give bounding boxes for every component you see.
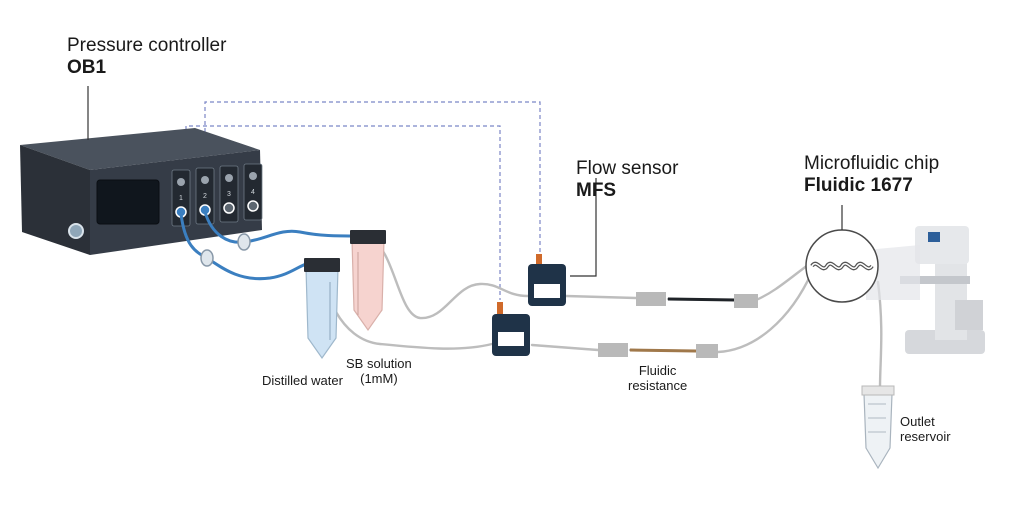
microfluidic-chip-label: Microfluidic chip Fluidic 1677 <box>804 153 939 197</box>
flow-sensor-label: Flow sensor MFS <box>576 158 678 202</box>
controller-screen <box>96 179 160 225</box>
distilled-water-label: Distilled water <box>262 373 343 388</box>
resistance-tube-top <box>667 297 737 302</box>
distilled-water-tube <box>304 258 340 360</box>
microfluidic-chip-title: Microfluidic chip <box>804 153 940 174</box>
fluidic-resistance-line2: resistance <box>628 377 688 393</box>
channel-label-4: 4 <box>251 189 255 196</box>
flow-sensor-top <box>528 254 566 306</box>
pressure-controller-model: OB1 <box>67 56 107 78</box>
resistance-tube-bottom <box>629 348 697 353</box>
flow-sensor-title: Flow sensor <box>576 158 679 179</box>
channel-label-2: 2 <box>203 193 207 200</box>
sb-solution-tube <box>350 230 386 332</box>
blue-pressure-tubing <box>179 210 362 281</box>
channel-label-1: 1 <box>179 195 183 202</box>
leader-line-flow-sensor <box>570 178 597 277</box>
outlet-reservoir-tube <box>861 385 895 470</box>
controller-channel-panels <box>171 163 263 227</box>
sb-solution-title: SB solution <box>346 356 412 371</box>
flow-sensor-model: MFS <box>576 179 617 201</box>
sb-solution-label: SB solution (1mM) <box>346 356 412 387</box>
outlet-reservoir-line1: Outlet <box>900 414 935 429</box>
tube-connector <box>598 292 758 358</box>
microfluidic-chip-model: Fluidic 1677 <box>804 174 913 196</box>
outlet-reservoir-line2: reservoir <box>900 428 951 444</box>
microscope <box>866 226 985 354</box>
power-button-icon <box>68 223 84 239</box>
channel-label-3: 3 <box>227 191 231 198</box>
pressure-controller-label: Pressure controller OB1 <box>67 35 226 79</box>
outlet-reservoir-label: Outlet reservoir <box>900 414 951 445</box>
sb-solution-concentration: (1mM) <box>360 370 398 386</box>
fluidic-resistance-label: Fluidic resistance <box>628 363 688 394</box>
pressure-controller-title: Pressure controller <box>67 35 227 56</box>
fluidic-resistance-line1: Fluidic <box>638 363 677 378</box>
filter-icon <box>200 233 251 267</box>
pressure-controller-ob1: 1 2 3 4 <box>20 128 263 255</box>
flow-sensor-bottom <box>492 302 530 356</box>
